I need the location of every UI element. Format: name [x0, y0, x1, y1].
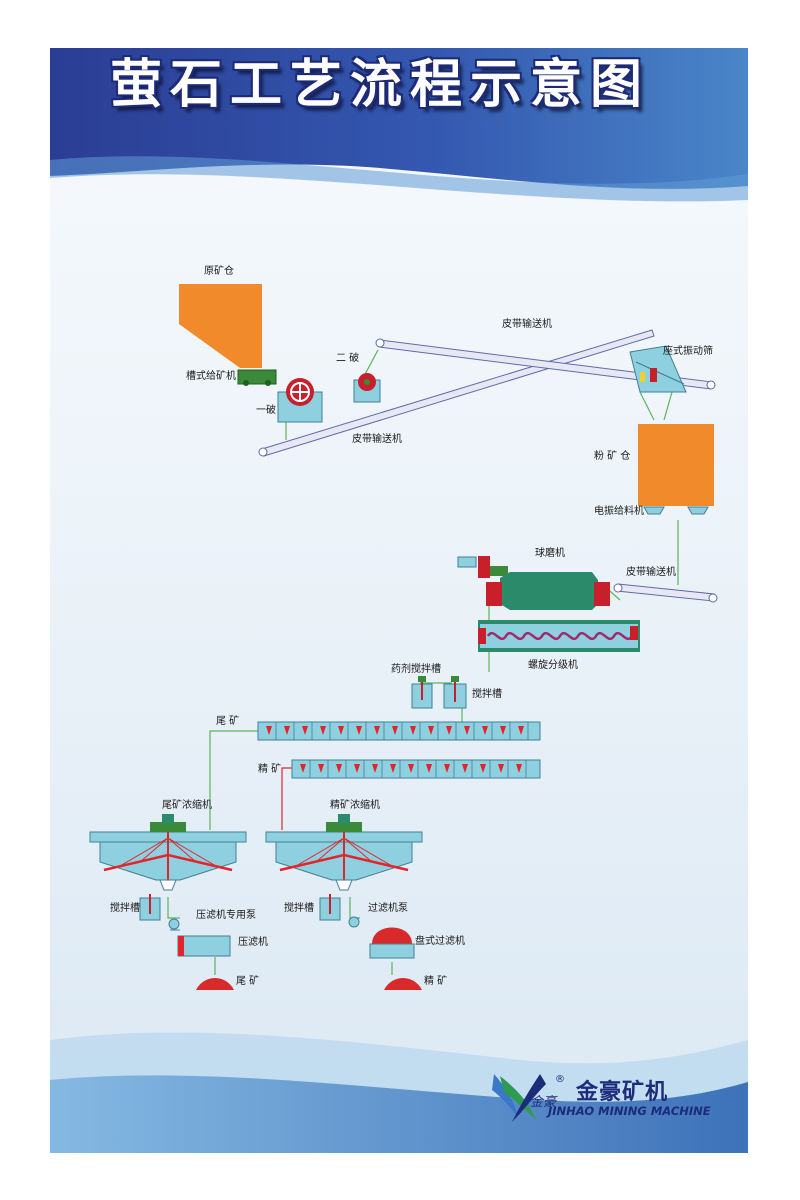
label-belt-conveyor-mill: 皮带输送机: [626, 567, 676, 578]
label-filter-machine-pump: 过滤机泵: [368, 903, 408, 914]
powder-ore-bin: [638, 424, 714, 506]
header-banner: [50, 48, 748, 189]
footer-wave-dark: [50, 1075, 748, 1153]
label-spiral-classifier: 螺旋分级机: [528, 660, 578, 671]
label-electro-vibrating-feeder: 电振给料机: [594, 506, 644, 517]
belt-conveyor-3: [613, 583, 718, 603]
label-tailings-output: 尾 矿: [236, 976, 260, 987]
registered-mark: ®: [555, 1074, 565, 1085]
spiral-classifier: [478, 620, 640, 652]
label-belt-conveyor-upper: 皮带输送机: [502, 319, 552, 330]
filter-machine-pump: [348, 916, 360, 928]
flow-lines-red: [281, 767, 292, 830]
label-concentrate-agitator: 搅拌槽: [284, 903, 314, 914]
disc-filter: [369, 927, 415, 959]
agitation-tank: [443, 676, 467, 709]
label-tailings-thickener: 尾矿浓缩机: [162, 800, 212, 811]
label-powder-ore-bin: 粉 矿 仓: [594, 451, 631, 462]
electro-vibrating-feeder: [643, 506, 709, 515]
filter-press: [177, 935, 231, 957]
raw-ore-bin: [179, 284, 262, 368]
concentrate-agitator: [319, 894, 341, 921]
label-secondary-crusher: 二 破: [336, 353, 360, 364]
concentrate-flotation-cells: [291, 759, 541, 779]
label-vibrating-screen: 座式振动筛: [663, 346, 713, 357]
brand-logo-mark: 金豪 ®: [492, 1074, 565, 1122]
brand-name-cn: 金豪矿机: [576, 1080, 669, 1105]
tailings-pile: [196, 978, 234, 990]
flow-lines: [167, 349, 679, 975]
ball-mill: [457, 556, 610, 610]
reagent-agitation-tank: [411, 676, 433, 709]
label-concentrate-output: 精 矿: [424, 976, 448, 987]
secondary-crusher: [353, 373, 381, 403]
label-ball-mill: 球磨机: [535, 548, 565, 559]
label-concentrate-line: 精 矿: [258, 764, 282, 775]
process-flow-diagram: 金豪 ®: [50, 48, 748, 1153]
label-concentrate-thickener: 精矿浓缩机: [330, 800, 380, 811]
poster: 金豪 ®: [50, 48, 748, 1153]
label-tailings-line: 尾 矿: [216, 716, 240, 727]
concentrate-pile: [384, 978, 422, 990]
label-trough-feeder: 槽式给矿机: [186, 371, 236, 382]
page-title: 萤石工艺流程示意图: [109, 55, 650, 115]
belt-conveyor-2: [375, 338, 716, 390]
tailings-thickener: [89, 814, 247, 891]
tailings-agitator: [139, 894, 161, 921]
label-disc-filter: 盘式过滤机: [415, 936, 465, 947]
label-raw-ore-bin: 原矿仓: [204, 266, 234, 277]
vibrating-screen: [629, 345, 687, 393]
primary-crusher: [277, 378, 323, 423]
brand-name-en: JINHAO MINING MACHINE: [548, 1104, 711, 1118]
label-tailings-agitator: 搅拌槽: [110, 903, 140, 914]
label-filter-press-pump: 压滤机专用泵: [196, 910, 256, 921]
label-filter-press: 压滤机: [238, 937, 268, 948]
label-primary-crusher: 一破: [256, 405, 276, 416]
concentrate-thickener: [265, 814, 423, 891]
belt-conveyor-1: [258, 329, 655, 457]
label-agitation-tank: 搅拌槽: [472, 689, 502, 700]
label-reagent-tank: 药剂搅拌槽: [391, 664, 441, 675]
header-wave: [50, 156, 748, 202]
filter-press-pump: [168, 918, 180, 931]
svg-text:金豪: 金豪: [530, 1094, 558, 1110]
tailings-flotation-cells: [257, 721, 541, 741]
label-belt-conveyor-lower: 皮带输送机: [352, 434, 402, 445]
